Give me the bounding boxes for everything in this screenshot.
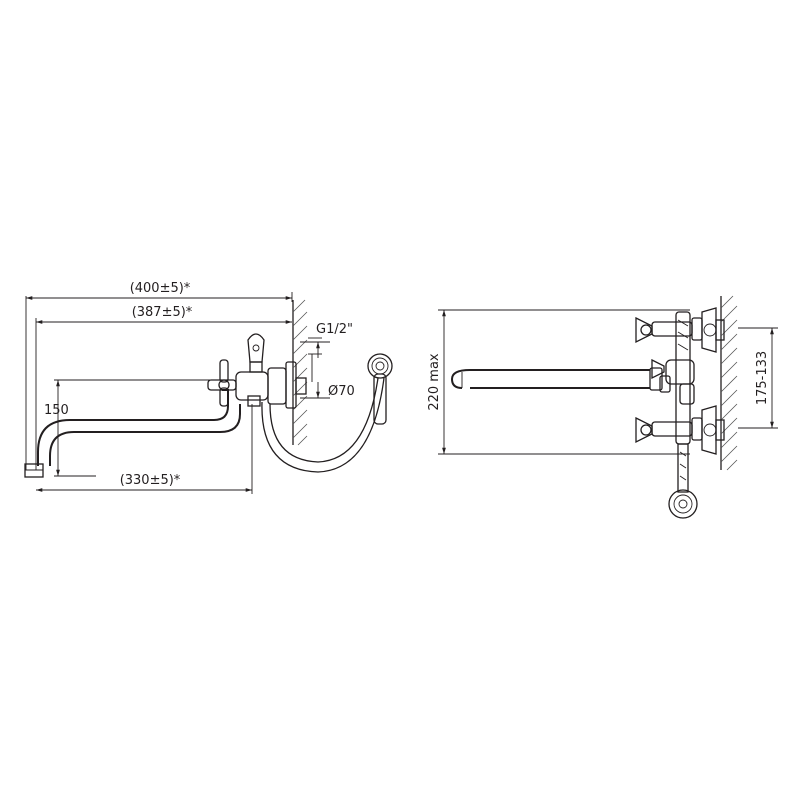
front-view: 220 max 175-133 [427,295,778,519]
dim-label-max-height: 220 max [427,353,442,411]
upper-valve-front-view [635,307,725,353]
cross-handle-side-view [207,359,237,407]
dim-label-height: 150 [44,403,69,418]
lower-valve-front-view [635,405,725,455]
spout-side-view [24,389,241,478]
side-view: (400±5)* (387±5)* 150 (330±5)* [24,281,393,494]
dimension-center-distance: 175-133 [738,327,778,429]
dimension-spout-length: (387±5)* [35,305,292,470]
hand-shower-front-view [668,489,698,519]
dimension-spout-reach: (330±5)* [36,404,253,494]
dim-label-overall-length: (400±5)* [130,281,191,296]
dim-label-thread: G1/2" [316,322,353,337]
dimension-max-height: 220 max [427,309,690,455]
dim-label-spout-reach: (330±5)* [120,473,181,488]
valve-body-side-view [207,333,307,409]
dim-label-center-distance: 175-133 [755,351,770,405]
dimension-connection: G1/2" Ø70 [300,322,355,399]
dimension-overall-length: (400±5)* [25,281,293,470]
shower-hose-front-view [677,443,689,493]
shower-holder-side-view [247,333,265,373]
mixer-column-front-view [651,311,695,445]
spout-front-view [450,367,663,391]
dimension-height: 150 [44,379,216,477]
hand-shower-side-view [367,353,393,425]
shower-hose-side-view [261,377,385,473]
dim-label-flange-diameter: Ø70 [328,384,355,399]
dim-label-spout-length: (387±5)* [132,305,193,320]
wall-side-view [292,299,308,446]
